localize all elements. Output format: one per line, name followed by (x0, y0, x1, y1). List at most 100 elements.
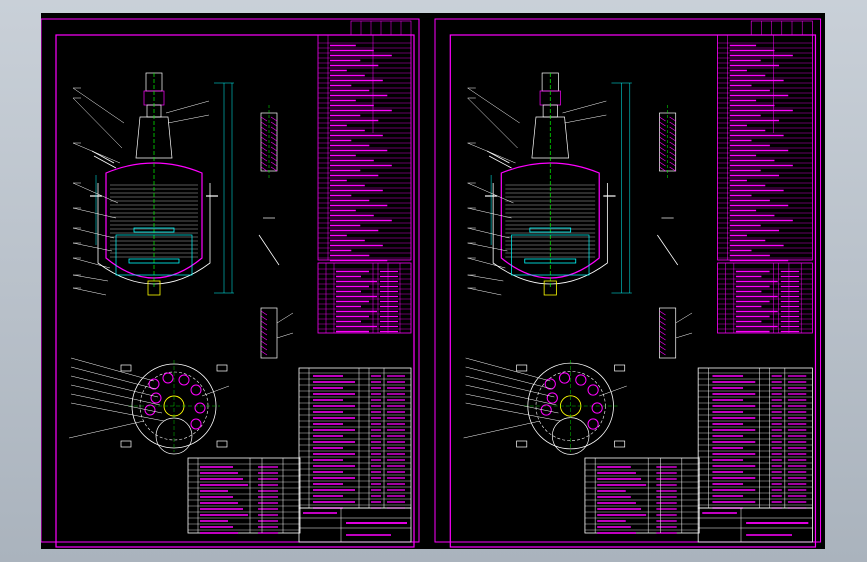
plan-lug (516, 440, 528, 448)
hatch (659, 116, 666, 122)
hatch (659, 315, 666, 321)
plan-nozzle (587, 418, 599, 430)
hatch (260, 131, 268, 137)
hatch (270, 116, 278, 122)
parts-table-border (187, 457, 301, 534)
leader-line (70, 384, 161, 406)
bottom-outlet (543, 280, 557, 296)
leader-line (465, 366, 553, 390)
hatch (659, 330, 666, 336)
hatch (659, 126, 666, 132)
leader-line (72, 182, 119, 204)
parts-table (187, 457, 301, 534)
hatch (659, 166, 666, 172)
hatch (260, 320, 268, 326)
hatch (260, 146, 268, 152)
leader-line (72, 227, 115, 239)
leader-line (72, 287, 107, 296)
drive-frame (135, 116, 173, 159)
plan-lug (120, 364, 132, 372)
hatch (270, 151, 278, 157)
hatch (659, 335, 666, 341)
leader-line (467, 142, 516, 164)
leader-line (201, 385, 230, 397)
hatch (659, 310, 666, 316)
hatch (659, 161, 666, 167)
nozzle-table-border (317, 262, 412, 334)
leader-line (467, 227, 510, 239)
leader-line (467, 287, 502, 296)
leader-line (675, 332, 693, 339)
tech-characteristics-table (717, 34, 813, 262)
hatch (659, 345, 666, 351)
hatch (260, 335, 268, 341)
bill-of-materials (298, 367, 412, 509)
cad-model-space[interactable] (40, 13, 825, 549)
leader-line (70, 366, 157, 390)
plan-nozzle (144, 404, 156, 416)
parts-table (584, 457, 700, 534)
leader-line (675, 312, 693, 324)
leader-line (467, 257, 506, 269)
plan-lug (614, 440, 626, 448)
hatch (270, 161, 278, 167)
leader-line (276, 312, 294, 324)
vessel-shell (500, 162, 600, 279)
plan-lug (216, 364, 228, 372)
reactor-vessel-icon (72, 72, 234, 296)
leader-line (167, 114, 210, 124)
hatch (669, 141, 676, 147)
hatch (260, 310, 268, 316)
leader-line (465, 402, 561, 422)
plan-nozzle (162, 372, 174, 384)
hatch (669, 126, 676, 132)
leader-line (70, 375, 159, 398)
hatch (659, 320, 666, 326)
hatch (260, 151, 268, 157)
leader-line (465, 375, 555, 398)
hatch (260, 330, 268, 336)
hatch (260, 161, 268, 167)
section-detail-icon (657, 105, 693, 359)
title-block-border (697, 507, 813, 543)
plan-nozzle (591, 402, 603, 414)
hatch (669, 161, 676, 167)
impeller (128, 258, 180, 264)
hatch (260, 121, 268, 127)
feed-nozzle (486, 150, 510, 164)
hatch (669, 156, 676, 162)
hatch (260, 141, 268, 147)
hatch (669, 151, 676, 157)
bill-of-materials (697, 367, 813, 509)
plan-nozzle (190, 384, 202, 396)
hatch (669, 131, 676, 137)
leader-line (467, 182, 514, 204)
hatch (659, 350, 666, 356)
hatch (270, 136, 278, 142)
hatch (270, 131, 278, 137)
drive-frame (531, 116, 570, 159)
hatch (659, 151, 666, 157)
hatch (270, 121, 278, 127)
impeller (524, 258, 577, 264)
leader-line (276, 332, 294, 339)
leader-line (72, 207, 117, 219)
leader-line (467, 274, 504, 282)
nozzle-table (317, 262, 412, 334)
leader-line (465, 393, 559, 414)
hatch (270, 146, 278, 152)
section-detail-icon (258, 105, 294, 359)
leader-line (70, 402, 165, 422)
plan-nozzle (178, 374, 190, 386)
plan-nozzle (587, 384, 599, 396)
cad-drawing (40, 18, 822, 548)
hatch (659, 136, 666, 142)
plan-nozzle (546, 392, 558, 404)
hatch (260, 156, 268, 162)
title-block (697, 507, 813, 543)
top-plan-view-icon (68, 357, 230, 455)
nozzle-table-border (717, 262, 813, 334)
hatch (260, 315, 268, 321)
hatch (270, 156, 278, 162)
reactor-vessel-icon (467, 72, 632, 296)
